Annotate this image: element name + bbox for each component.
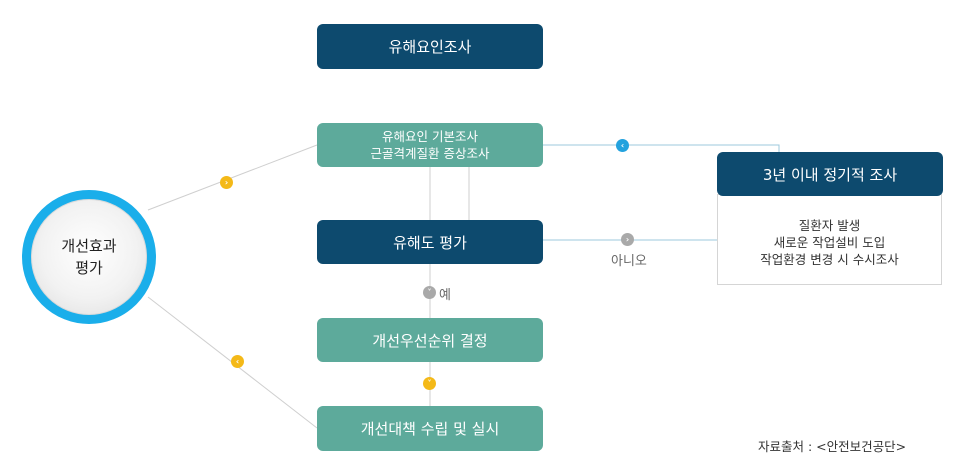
line-effect-to-basic <box>147 144 318 211</box>
plan-node: 개선대책 수립 및 실시 <box>317 406 543 451</box>
effect-label-1: 개선효과 <box>61 237 117 255</box>
priority-label: 개선우선순위 결정 <box>372 331 488 350</box>
periodic-survey-label: 3년 이내 정기적 조사 <box>762 165 898 184</box>
survey-label: 유해요인조사 <box>388 38 472 56</box>
occasional-survey-panel: 질환자 발생 새로운 작업설비 도입 작업환경 변경 시 수시조사 <box>717 194 942 285</box>
chevron-down-icon: ˅ <box>423 377 436 390</box>
no-label: 아니오 <box>611 254 647 269</box>
effect-label-2: 평가 <box>75 259 103 277</box>
chevron-left-icon: ‹ <box>616 139 629 152</box>
periodic-survey-node: 3년 이내 정기적 조사 <box>717 152 943 196</box>
chevron-down-icon: ˅ <box>423 286 436 299</box>
effect-evaluation-node: 개선효과 평가 <box>22 190 156 324</box>
yes-label: 예 <box>439 288 451 303</box>
chevron-right-icon: › <box>621 233 634 246</box>
basic-survey-label-1: 유해요인 기본조사 <box>382 129 478 144</box>
chevron-left-icon: ‹ <box>231 355 244 368</box>
survey-node: 유해요인조사 <box>317 24 543 69</box>
priority-node: 개선우선순위 결정 <box>317 318 543 362</box>
basic-survey-node: 유해요인 기본조사 근골격계질환 증상조사 <box>317 123 543 167</box>
condition-item: 새로운 작업설비 도입 <box>773 235 886 250</box>
plan-label: 개선대책 수립 및 실시 <box>360 420 500 438</box>
line-periodic-to-basic <box>543 144 780 152</box>
assessment-label: 유해도 평가 <box>393 233 467 252</box>
chevron-right-icon: › <box>220 176 233 189</box>
source-caption: 자료출처 : <안전보건공단> <box>758 439 907 454</box>
basic-survey-label-2: 근골격계질환 증상조사 <box>370 146 490 161</box>
assessment-node: 유해도 평가 <box>317 220 543 264</box>
condition-item: 작업환경 변경 시 수시조사 <box>760 252 899 267</box>
condition-item: 질환자 발생 <box>798 218 861 233</box>
